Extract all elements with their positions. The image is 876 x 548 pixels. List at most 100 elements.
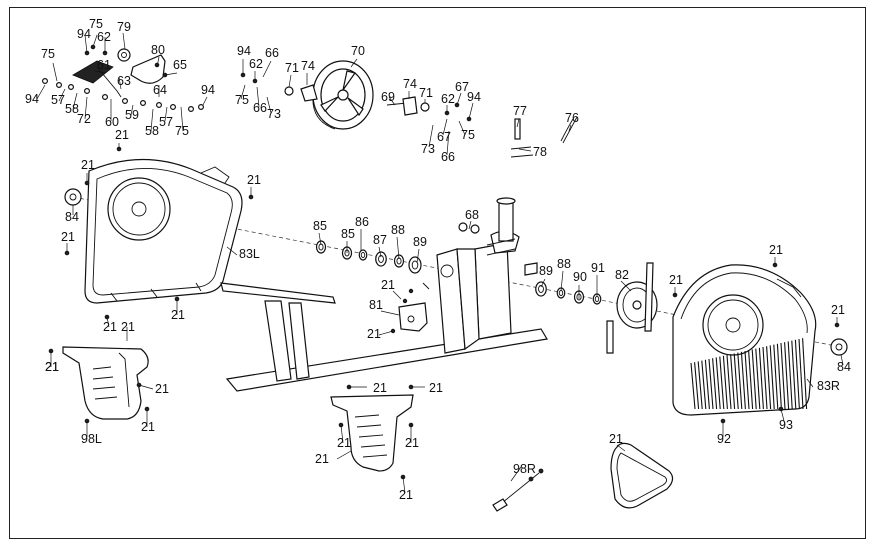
grille-slat (715, 357, 721, 410)
part-label-l23: 66 (265, 46, 279, 60)
bearing-89b (535, 281, 547, 297)
part-label-l57: 81 (369, 298, 383, 312)
part-label-l76: 21 (373, 381, 387, 395)
part-label-l28: 66 (253, 101, 267, 115)
washer (41, 77, 48, 84)
part-label-l55: 68 (465, 208, 479, 222)
part-label-l40: 66 (441, 150, 455, 164)
part-label-l47: 21 (61, 230, 75, 244)
knob-68b (470, 224, 480, 234)
part-label-l74: 98L (81, 432, 102, 446)
part-label-l38: 75 (461, 128, 475, 142)
washer (156, 101, 163, 108)
leader-line (378, 330, 394, 336)
part-label-l75: 21 (141, 420, 155, 434)
part-label-l8: 65 (173, 58, 187, 72)
part-label-l37: 67 (437, 130, 451, 144)
leader-line (428, 124, 434, 148)
part-label-l82: 98R (513, 462, 536, 476)
leader-line (560, 270, 564, 292)
part-label-l77: 21 (429, 381, 443, 395)
part-label-l10: 64 (153, 83, 167, 97)
part-label-l24: 62 (249, 57, 263, 71)
part-label-l39: 73 (421, 142, 435, 156)
belt-93 (610, 442, 674, 509)
leader-line (380, 310, 400, 316)
leader-line (806, 378, 814, 388)
washer (83, 87, 90, 94)
leader-line (106, 316, 110, 328)
part-label-l59: 89 (539, 264, 553, 278)
screw (174, 296, 180, 302)
part-label-l42: 76 (565, 111, 579, 125)
part-label-l18: 57 (159, 115, 173, 129)
part-label-l60: 88 (557, 257, 571, 271)
leader-line (510, 466, 522, 482)
part-label-l73: 21 (155, 382, 169, 396)
part-label-l43: 78 (533, 145, 547, 159)
part-label-l16: 59 (125, 108, 139, 122)
part-label-l86: 21 (45, 360, 59, 374)
leader-line (456, 92, 462, 106)
leader-line (468, 220, 472, 230)
flywheel-70 (312, 60, 374, 130)
grille-slat (748, 350, 754, 410)
grille-slat (744, 350, 750, 410)
part-label-l71: 21 (171, 308, 185, 322)
part-label-l32: 74 (403, 77, 417, 91)
grille-slat (766, 346, 772, 410)
leader-line (240, 84, 246, 100)
grille-slat (755, 348, 761, 410)
part-label-l52: 87 (373, 233, 387, 247)
leader-line (396, 236, 400, 260)
leader-line (288, 74, 292, 88)
part-label-l7: 61 (97, 58, 111, 72)
grille-slat (780, 342, 786, 410)
part-label-l20: 94 (201, 83, 215, 97)
leader-line (58, 88, 66, 102)
leader-line (156, 56, 160, 68)
leader-line (52, 62, 58, 82)
part-label-l50: 85 (341, 227, 355, 241)
grille-slat (784, 342, 790, 410)
part-label-l17: 58 (145, 124, 159, 138)
part-label-l51: 86 (355, 215, 369, 229)
part-label-l72: 21 (45, 360, 59, 374)
leader-line (92, 34, 98, 48)
part-label-l49: 85 (313, 219, 327, 233)
washer-88 (393, 254, 405, 268)
part-label-l61: 90 (573, 270, 587, 284)
part-label-l48: 83L (239, 247, 260, 261)
washer-86 (358, 249, 368, 261)
leader-line (468, 102, 474, 120)
screw (84, 180, 90, 186)
leader-line (130, 104, 134, 116)
part-label-l14: 72 (77, 112, 91, 126)
pulley-82 (606, 262, 658, 354)
screw (144, 406, 150, 412)
grille-slat (798, 338, 804, 410)
leader-line (262, 60, 272, 78)
part-label-l4: 79 (117, 20, 131, 34)
spring-76 (560, 116, 578, 144)
left-cover-83L (84, 158, 243, 304)
leader-line (118, 76, 122, 90)
leader-line (318, 232, 322, 246)
leader-line (620, 280, 632, 292)
leader-line (336, 450, 352, 460)
bearing-89 (408, 256, 422, 274)
part-label-l45: 21 (247, 173, 261, 187)
part-label-l65: 21 (669, 273, 683, 287)
rod-78 (510, 146, 534, 158)
part-label-l70: 21 (121, 320, 135, 334)
part-label-l66: 21 (831, 303, 845, 317)
part-label-l25: 71 (285, 61, 299, 75)
grille-slat (769, 345, 775, 410)
leader-line (226, 246, 238, 256)
part-label-l80: 21 (315, 452, 329, 466)
washer (55, 81, 62, 88)
leader-line (416, 248, 420, 264)
part-label-l6: 75 (41, 47, 55, 61)
axle-parts (315, 240, 602, 305)
